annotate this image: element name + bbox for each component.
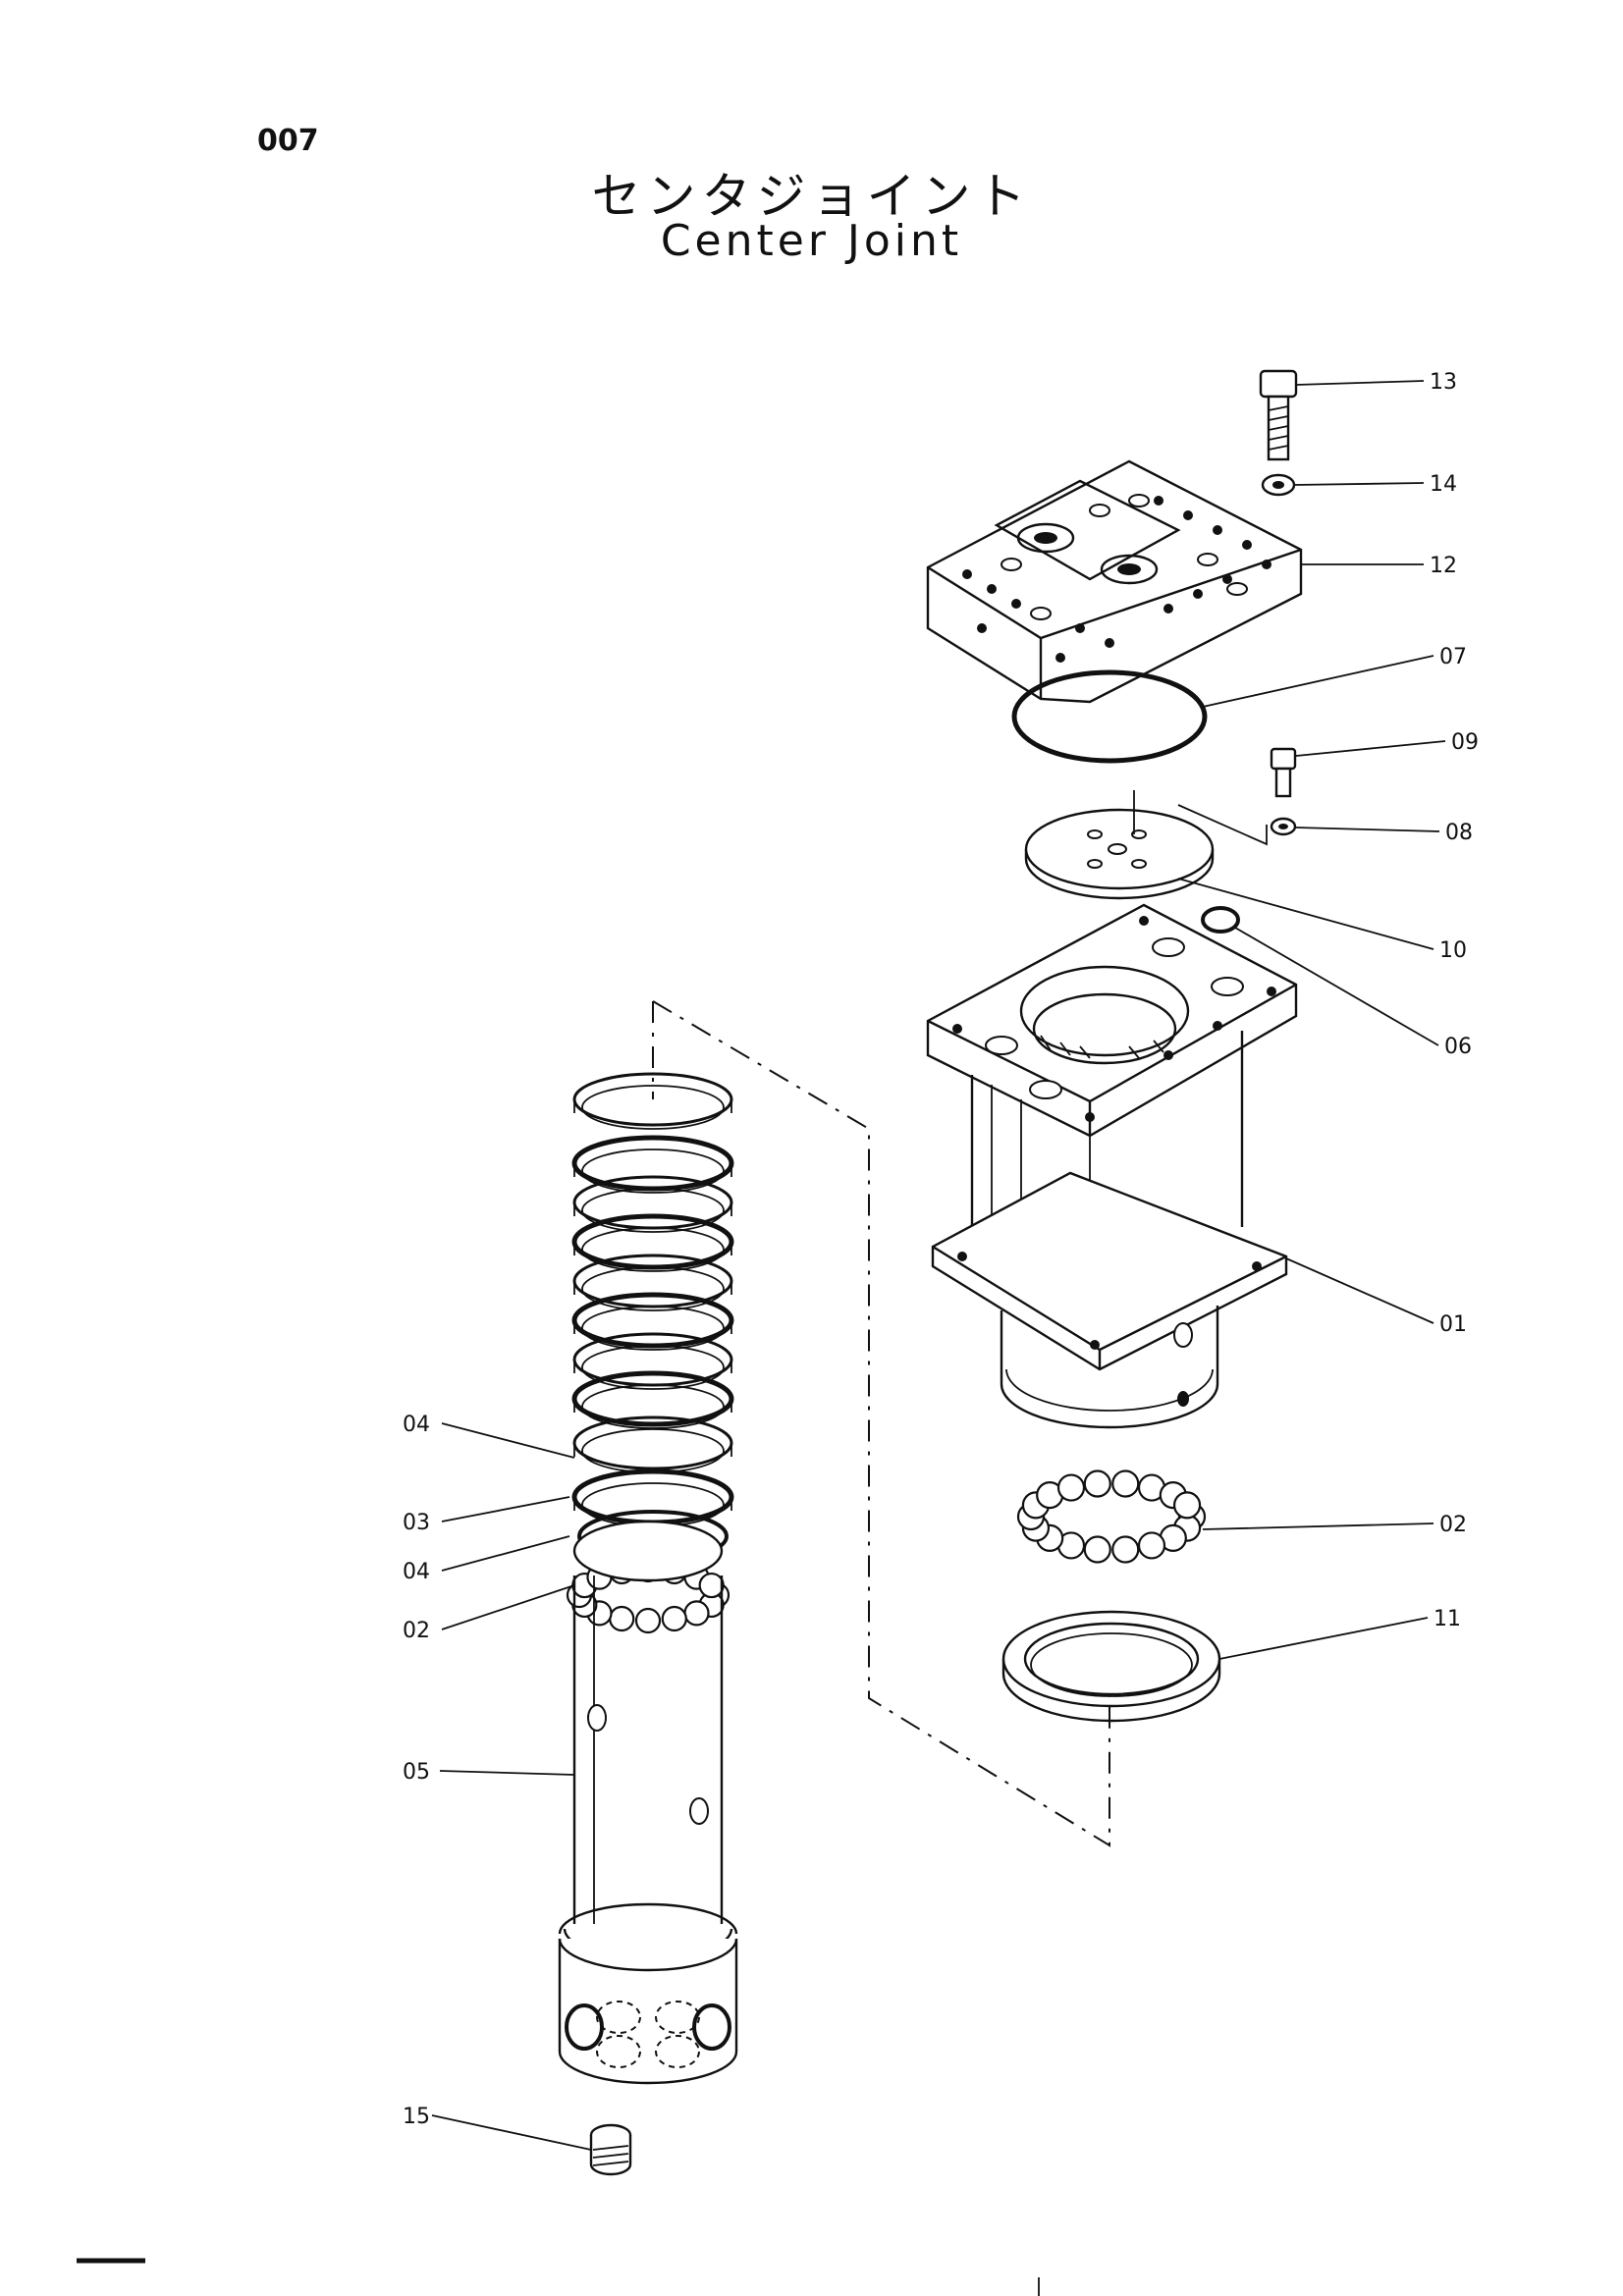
callout-04-lower: 04 <box>403 1535 570 1584</box>
callout-14: 14 <box>1293 472 1457 497</box>
callout-03: 03 <box>403 1496 570 1535</box>
steel-ball <box>609 1605 635 1632</box>
seal-ring-11 <box>1001 1610 1221 1723</box>
callout-05: 05 <box>403 1760 575 1785</box>
seal-ring <box>572 1072 733 1130</box>
callout-13: 13 <box>1295 370 1457 395</box>
title-japanese: センタジョイント <box>591 168 1032 225</box>
svg-text:08: 08 <box>1445 821 1473 845</box>
steel-ball <box>634 1607 662 1634</box>
callout-09: 09 <box>1295 730 1479 757</box>
o-ring-07 <box>1011 669 1208 764</box>
callout-06: 06 <box>1234 927 1472 1059</box>
svg-text:04: 04 <box>403 1413 430 1437</box>
callout-02-right: 02 <box>1202 1513 1467 1537</box>
callout-01: 01 <box>1285 1257 1467 1337</box>
callout-04-upper: 04 <box>403 1413 575 1459</box>
o-ring-06 <box>1201 906 1240 934</box>
callout-08: 08 <box>1295 821 1473 845</box>
bolt-13 <box>1259 369 1298 461</box>
plug-15 <box>589 2123 632 2176</box>
spindle-05 <box>558 1520 738 2085</box>
svg-text:15: 15 <box>403 2105 430 2129</box>
washer-14 <box>1261 473 1296 497</box>
callout-12: 12 <box>1301 554 1457 578</box>
plate-10-leader-aux <box>1133 790 1268 846</box>
seal-ring <box>571 1370 734 1429</box>
svg-text:02: 02 <box>403 1619 430 1643</box>
svg-text:09: 09 <box>1451 730 1479 755</box>
plate-10 <box>1024 808 1215 900</box>
steel-ball <box>1111 1535 1140 1564</box>
svg-text:01: 01 <box>1439 1312 1467 1337</box>
svg-text:12: 12 <box>1430 554 1457 578</box>
steel-ball <box>1083 1535 1111 1564</box>
svg-text:02: 02 <box>1439 1513 1467 1537</box>
callout-15: 15 <box>403 2105 592 2151</box>
svg-text:03: 03 <box>403 1511 430 1535</box>
steel-ball <box>661 1605 687 1632</box>
steel-ball <box>1111 1469 1140 1498</box>
svg-text:05: 05 <box>403 1760 430 1785</box>
balls-02-right <box>1016 1469 1207 1564</box>
assembly-centerline <box>652 1000 1110 1847</box>
housing-01 <box>926 903 1298 1429</box>
title-english: Center Joint <box>660 216 963 266</box>
washer-08 <box>1270 817 1297 836</box>
svg-text:04: 04 <box>403 1560 430 1584</box>
svg-text:13: 13 <box>1430 370 1457 395</box>
callout-10: 10 <box>1177 878 1467 963</box>
bolt-09 <box>1270 747 1297 798</box>
callout-11: 11 <box>1218 1607 1461 1660</box>
callout-labels: 13 14 12 07 09 08 <box>403 370 1479 2151</box>
page-number: 007 <box>257 124 319 158</box>
callout-07: 07 <box>1202 645 1467 708</box>
steel-ball <box>1056 1473 1086 1502</box>
seal-rings-stack <box>571 1072 734 1563</box>
svg-text:07: 07 <box>1439 645 1467 669</box>
svg-text:06: 06 <box>1444 1035 1472 1059</box>
steel-ball <box>1083 1469 1111 1498</box>
steel-ball <box>1172 1491 1202 1520</box>
cover-12 <box>926 459 1303 704</box>
svg-text:14: 14 <box>1430 472 1457 497</box>
steel-ball <box>1137 1531 1166 1560</box>
svg-text:10: 10 <box>1439 938 1467 963</box>
svg-text:11: 11 <box>1434 1607 1461 1631</box>
steel-ball <box>698 1572 725 1599</box>
steel-ball <box>683 1600 710 1627</box>
callout-02-left: 02 <box>403 1584 575 1643</box>
